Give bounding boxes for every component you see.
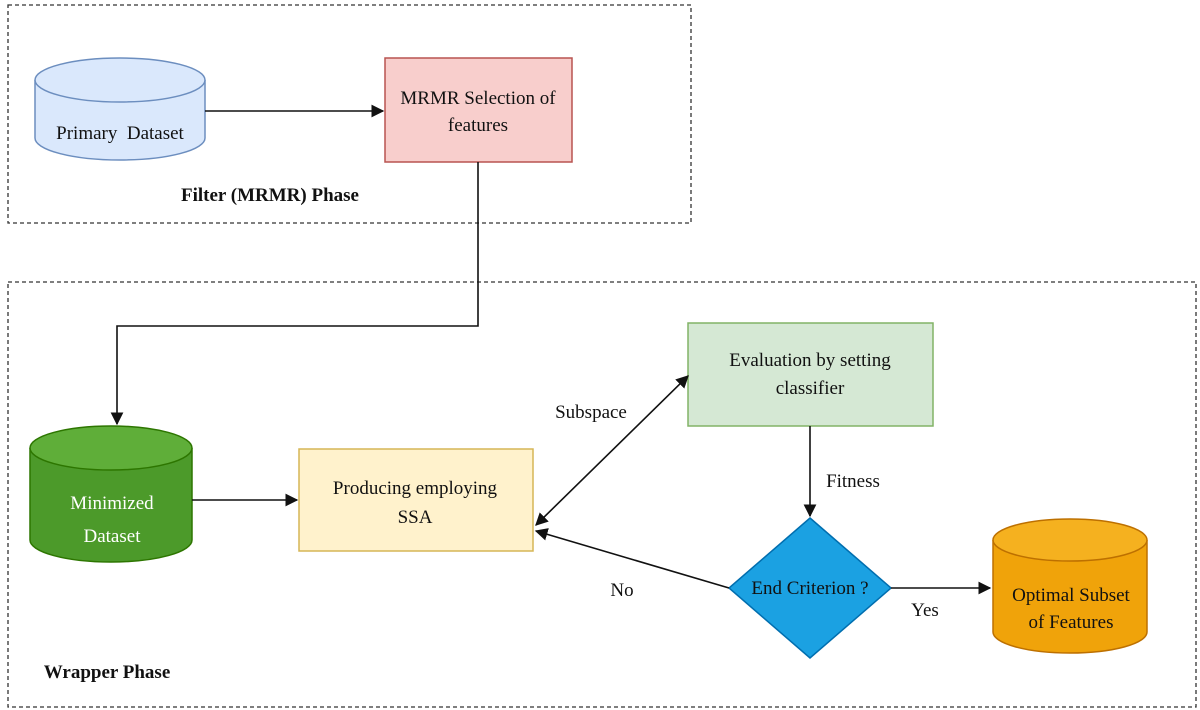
- producing-label-line1: Producing employing: [333, 478, 498, 499]
- minimized-dataset-line1: Minimized: [70, 493, 154, 514]
- end-criterion-node: End Criterion ?: [727, 517, 893, 659]
- edge-mrmr-to-minimized: [110, 162, 479, 426]
- minimized-dataset-line2: Dataset: [84, 526, 142, 547]
- optimal-subset-line1: Optimal Subset: [1012, 585, 1130, 606]
- wrapper-phase-title: Wrapper Phase: [44, 662, 171, 683]
- evaluation-label-line1: Evaluation by setting: [729, 350, 891, 371]
- evaluation-label-line2: classifier: [776, 378, 845, 399]
- producing-label-line2: SSA: [398, 507, 433, 528]
- evaluation-node: Evaluation by setting classifier: [687, 322, 934, 427]
- producing-ssa-node: Producing employing SSA: [298, 448, 534, 552]
- filter-phase-container: [7, 4, 692, 224]
- edge-label-subspace: Subspace: [555, 402, 627, 423]
- filter-phase-title: Filter (MRMR) Phase: [181, 185, 359, 206]
- edge-end-to-producing: [534, 528, 730, 589]
- edge-label-fitness: Fitness: [826, 471, 880, 492]
- edge-producing-to-evaluation: [535, 375, 689, 526]
- mrmr-label-line1: MRMR Selection of: [400, 88, 556, 109]
- end-criterion-label: End Criterion ?: [751, 578, 868, 599]
- primary-dataset-label: Primary Dataset: [56, 123, 184, 144]
- primary-dataset-node: Primary Dataset: [34, 57, 206, 161]
- edge-label-yes: Yes: [911, 600, 939, 621]
- wrapper-phase-container: [7, 281, 1197, 708]
- mrmr-selection-node: MRMR Selection of features: [384, 57, 573, 163]
- minimized-dataset-node: Minimized Dataset: [29, 425, 193, 563]
- mrmr-label-line2: features: [448, 115, 508, 136]
- optimal-subset-node: Optimal Subset of Features: [992, 518, 1148, 654]
- edge-label-no: No: [610, 580, 633, 601]
- optimal-subset-line2: of Features: [1029, 612, 1114, 633]
